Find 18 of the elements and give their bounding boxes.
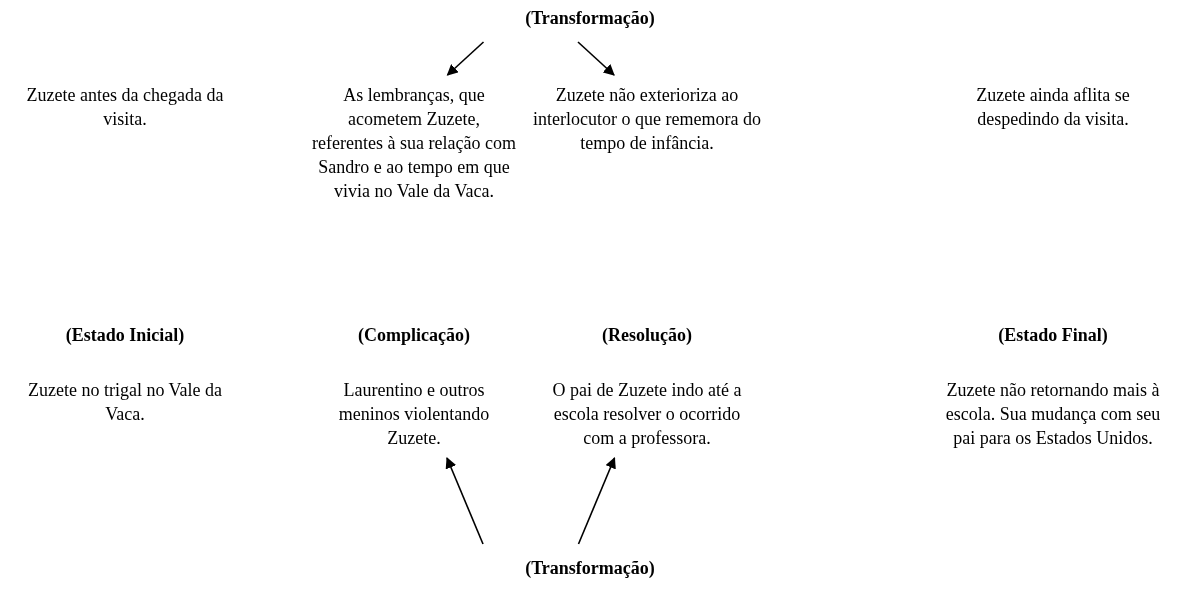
stage-heading: (Estado Final) <box>997 324 1109 347</box>
arrow <box>577 456 616 545</box>
story-text: O pai de Zuzete indo até a escola resolver o ocorrido com a professora. <box>539 378 755 450</box>
story-text: As lembranças, que acometem Zuzete, referentes à sua relação com Sandro e ao tempo em que vivia no Vale da Vaca. <box>311 83 517 203</box>
stage-heading: (Complicação) <box>357 324 471 347</box>
arrow <box>446 41 485 76</box>
stage-heading: (Transformação) <box>500 6 680 30</box>
story-text: Zuzete no trigal no Vale da Vaca. <box>26 379 224 426</box>
stage-heading: (Transformação) <box>500 556 680 580</box>
story-text: Laurentino e outros meninos violentando Zuzete. <box>314 378 514 450</box>
story-text: Zuzete não exterioriza ao interlocutor o que rememora do tempo de infância. <box>531 83 763 155</box>
stage-heading: (Resolução) <box>601 324 693 347</box>
story-text: Zuzete antes da chegada da visita. <box>25 84 225 131</box>
story-text: Zuzete ainda aflita se despedindo da visita. <box>975 84 1131 131</box>
stage-heading: (Estado Inicial) <box>64 324 186 347</box>
arrow <box>445 456 484 545</box>
arrow <box>577 41 615 76</box>
story-text: Zuzete não retornando mais à escola. Sua mudança com seu pai para os Estados Unidos. <box>944 379 1162 450</box>
